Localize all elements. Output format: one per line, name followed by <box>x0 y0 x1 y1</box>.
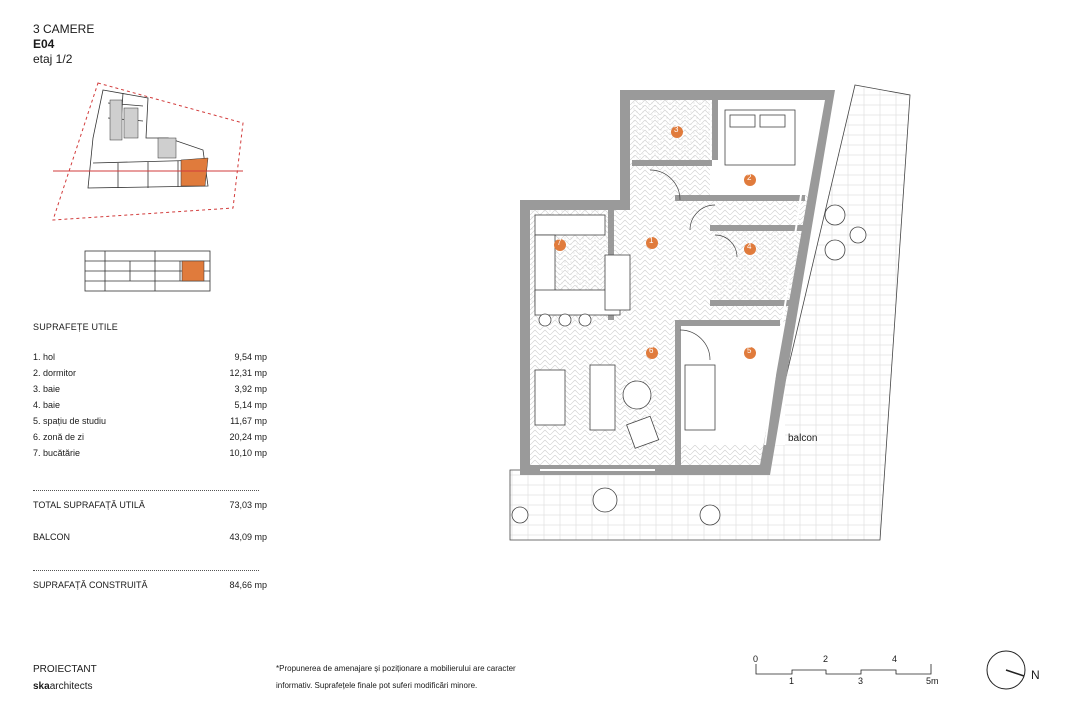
scale-label-2: 2 <box>823 654 829 664</box>
areas-title: SUPRAFEȚE UTILE <box>33 322 119 332</box>
rooms-count: 3 CAMERE <box>33 22 95 36</box>
divider <box>33 490 259 491</box>
divider <box>33 570 259 571</box>
firm-name: skaarchitects <box>33 681 93 692</box>
room-number-3: 3 <box>674 125 679 134</box>
room-number-5: 5 <box>747 346 752 355</box>
disclaimer-line-2: informativ. Suprafețele finale pot sufer… <box>276 681 478 690</box>
scale-bar: 0 2 4 1 3 5m <box>750 652 950 692</box>
floor-level: etaj 1/2 <box>33 52 73 66</box>
section-key-plan <box>84 250 211 292</box>
site-key-plan <box>52 82 244 221</box>
room-number-2: 2 <box>747 173 752 182</box>
scale-label-1: 1 <box>789 676 795 686</box>
north-compass-icon <box>986 650 1026 690</box>
scale-label-4: 4 <box>892 654 898 664</box>
room-number-1: 1 <box>649 236 654 245</box>
room-markers <box>554 126 756 359</box>
north-label: N <box>1031 668 1040 682</box>
designer-label: PROIECTANT <box>33 664 97 675</box>
scale-label-3: 3 <box>858 676 864 686</box>
balcony-label: balcon <box>788 433 818 444</box>
room-number-6: 6 <box>649 346 654 355</box>
room-number-7: 7 <box>557 238 562 247</box>
floor-plan <box>509 84 911 541</box>
scale-label-0: 0 <box>753 654 759 664</box>
scale-label-5: 5m <box>926 676 939 686</box>
room-number-4: 4 <box>747 242 752 251</box>
disclaimer-line-1: *Propunerea de amenajare și poziționare … <box>276 664 516 673</box>
unit-code: E04 <box>33 37 55 51</box>
